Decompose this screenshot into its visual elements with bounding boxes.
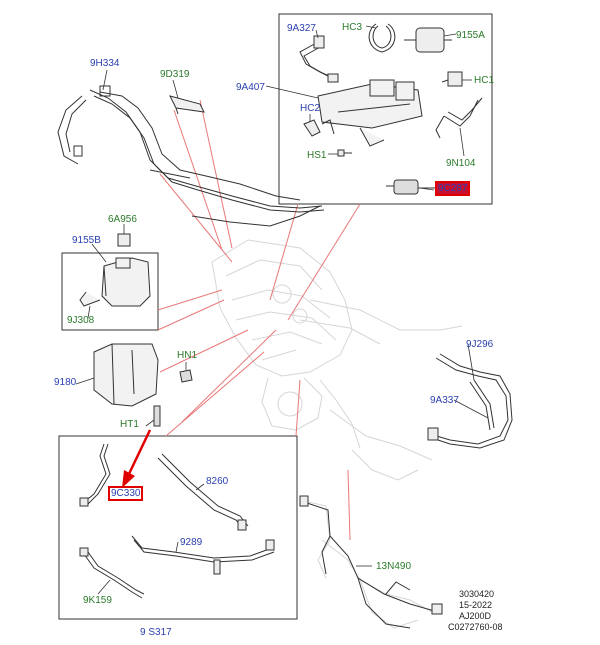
part-6A956-drawing (117, 233, 131, 247)
footer-ref-3: AJ200D (459, 611, 492, 621)
callout-HC3: HC3 (342, 22, 363, 33)
part-HC2-drawing (303, 119, 335, 137)
callout-9180: 9180 (54, 377, 77, 388)
callout-6A956: 6A956 (108, 214, 137, 225)
part-9D319-drawing (169, 95, 205, 115)
group-box-bottom-left (58, 435, 298, 620)
part-9H334-drawing (57, 85, 325, 213)
part-9J296-drawing (427, 353, 513, 449)
callout-9C287: 9C287 (434, 181, 471, 196)
label-ticks (75, 25, 489, 595)
callout-9289: 9289 (180, 537, 203, 548)
callout-HT1: HT1 (120, 419, 139, 430)
part-9C287-drawing (386, 179, 436, 195)
part-HC3-drawing (368, 23, 396, 53)
part-canister-drawing (317, 79, 423, 147)
callout-9A337: 9A337 (430, 395, 459, 406)
part-8260-drawing (157, 453, 249, 531)
part-9N104-drawing (435, 97, 483, 139)
callout-9N104: 9N104 (446, 158, 476, 169)
pointer-arrow (122, 429, 152, 488)
footer-ref-4: C0272760-08 (448, 622, 503, 632)
footer-ref-2: 15-2022 (459, 600, 493, 610)
part-9155A-drawing (404, 27, 452, 53)
callout-9155A: 9155A (456, 30, 485, 41)
callout-9H334: 9H334 (90, 58, 120, 69)
callout-9A407: 9A407 (236, 82, 265, 93)
callout-HN1: HN1 (177, 350, 198, 361)
callout-9155B: 9155B (72, 235, 101, 246)
part-9180-drawing (93, 343, 159, 407)
group-box-filter (61, 252, 159, 331)
callout-13N490: 13N490 (376, 561, 412, 572)
part-HC1-drawing (441, 71, 463, 87)
part-9A407-tube-drawing (191, 205, 321, 227)
callout-9C330: 9C330 (107, 486, 144, 501)
callout-9J296: 9J296 (466, 339, 494, 350)
group-box-top-right (278, 13, 493, 205)
footer-ref-1: 3030420 (459, 589, 495, 599)
part-9A327-drawing (299, 35, 339, 83)
callout-9D319: 9D319 (160, 69, 190, 80)
part-9A337-drawing (469, 379, 495, 431)
callout-HS1: HS1 (307, 150, 327, 161)
part-13N490-drawing (299, 495, 443, 629)
part-HN1-drawing (179, 369, 193, 383)
callout-9S317: 9 S317 (140, 627, 172, 638)
callout-9K159: 9K159 (83, 595, 112, 606)
part-9155B-drawing (79, 257, 151, 307)
callout-8260: 8260 (206, 476, 229, 487)
part-HS1-drawing (337, 149, 352, 157)
callout-9A327: 9A327 (287, 23, 316, 34)
callout-HC1: HC1 (474, 75, 495, 86)
part-9C330-drawing (79, 443, 111, 507)
leader-lines (157, 99, 361, 541)
callout-HC2: HC2 (300, 103, 321, 114)
engine-ghost (211, 239, 463, 629)
callout-9J308: 9J308 (67, 315, 95, 326)
part-9K159-drawing (79, 547, 145, 599)
part-9289-drawing (131, 535, 275, 575)
part-HT1-drawing (153, 405, 161, 427)
